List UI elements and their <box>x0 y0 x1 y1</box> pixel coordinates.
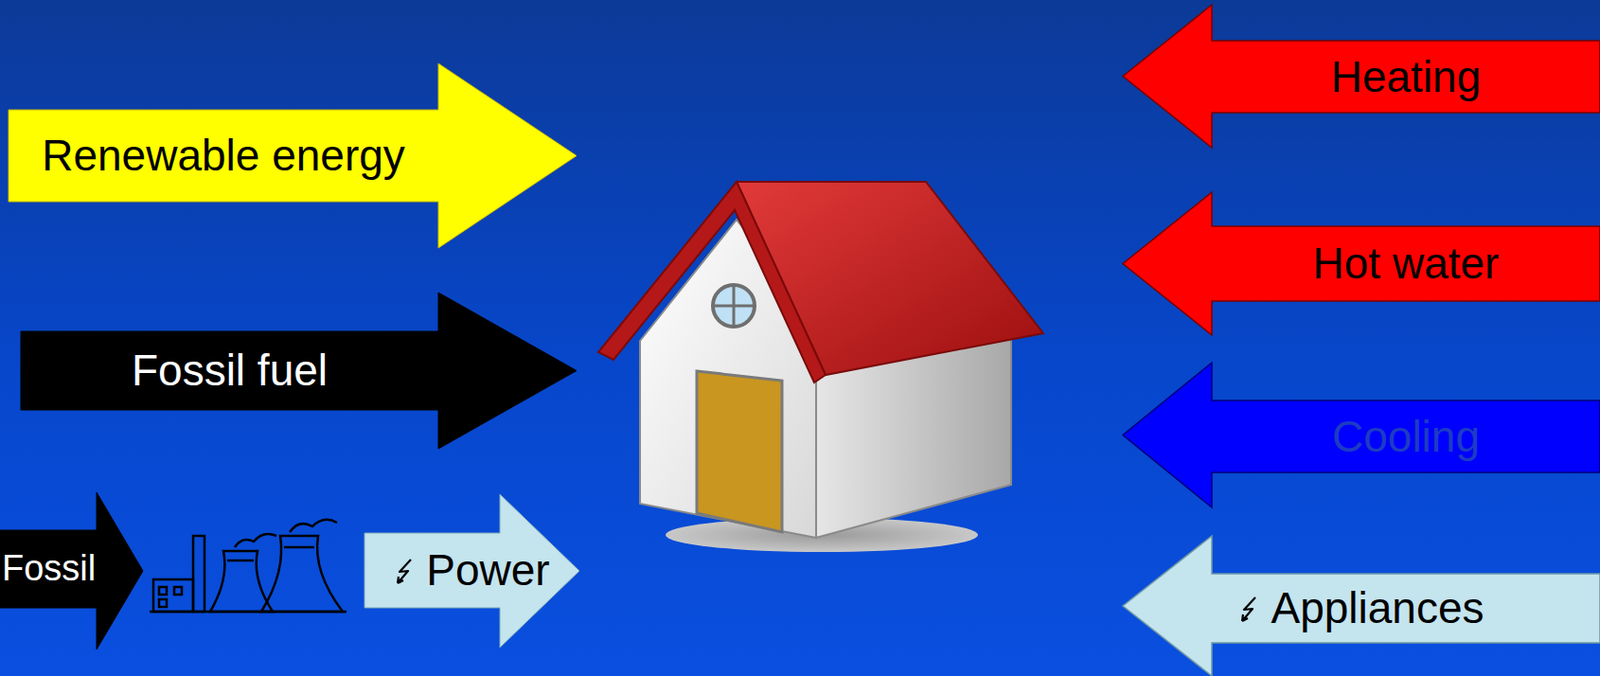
plant-chimney <box>193 535 205 612</box>
steam-line <box>289 519 338 533</box>
arrow-shape <box>0 492 143 650</box>
arrow-label: Renewable energy <box>41 131 406 180</box>
arrow-label: Power <box>426 546 550 595</box>
arrow-shape <box>1122 4 1600 148</box>
arrow-shape <box>1122 192 1600 336</box>
arrow-label: Heating <box>1331 53 1482 102</box>
arrow-text-area: Heating <box>1211 40 1600 113</box>
arrow-label: Appliances <box>1270 584 1484 633</box>
arrow-text-area: Cooling <box>1211 400 1600 473</box>
arrow-text-area: Appliances <box>1122 573 1600 643</box>
lightning-symbol <box>393 556 415 586</box>
plant-window <box>159 586 167 595</box>
house-icon <box>598 181 1044 552</box>
lightning-stroke <box>1242 597 1256 622</box>
arrow-text-area: Power <box>364 533 580 608</box>
input-arrow: Fossil <box>0 492 143 650</box>
plant-window <box>159 599 167 607</box>
house-roof <box>736 181 1044 375</box>
arrow-text-area: Fossil <box>1 530 143 608</box>
house-roof-edge <box>598 181 826 383</box>
arrow-text-area: Fossil fuel <box>20 331 439 410</box>
lightning-stroke <box>397 559 411 584</box>
arrow-shape <box>1122 362 1600 508</box>
tower-band <box>227 547 315 561</box>
house-window <box>712 284 755 327</box>
power-plant-icon <box>149 519 347 612</box>
output-arrow: Cooling <box>1122 362 1600 508</box>
arrow-label: Hot water <box>1313 239 1500 288</box>
arrow-shape <box>8 63 577 249</box>
input-arrow: Renewable energy <box>8 63 577 249</box>
lightning-symbol <box>1238 594 1260 623</box>
house-window-frame <box>712 284 755 327</box>
output-arrow: Hot water <box>1122 192 1600 336</box>
arrow-label: Fossil fuel <box>131 346 328 395</box>
arrow-shape <box>1122 535 1600 676</box>
arrow-text-area: Renewable energy <box>8 109 439 202</box>
output-arrow: Heating <box>1122 4 1600 148</box>
steam-line <box>234 533 277 548</box>
input-arrow: Fossil fuel <box>20 292 577 449</box>
input-arrow: Power <box>364 494 580 648</box>
output-arrow: Appliances <box>1122 535 1600 676</box>
plant-building <box>153 579 194 612</box>
arrow-label: Cooling <box>1332 412 1480 462</box>
arrow-shape <box>364 494 580 648</box>
arrow-text-area: Hot water <box>1211 226 1600 302</box>
plant-window <box>174 586 182 595</box>
arrow-shape <box>20 292 577 449</box>
arrow-label: Fossil <box>1 549 96 589</box>
house-door <box>696 371 783 533</box>
